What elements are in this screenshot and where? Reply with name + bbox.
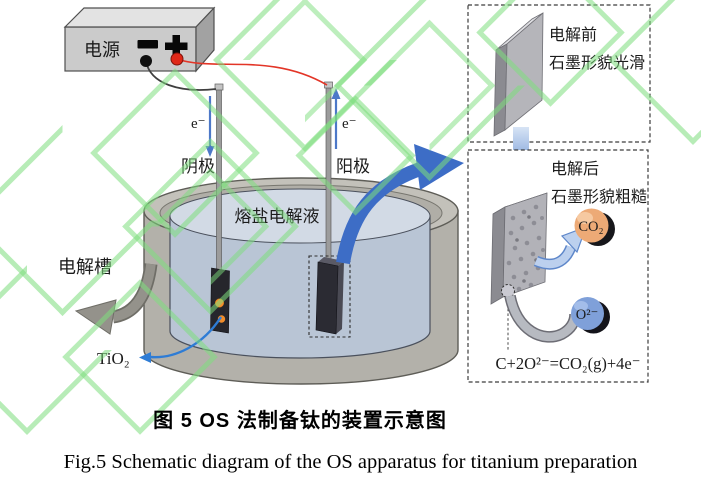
- electron-arrow-up-icon: [331, 88, 341, 149]
- tio2-arrow: [139, 316, 223, 363]
- negative-wire: [145, 60, 217, 91]
- molten-salt-electrolyte: [169, 188, 431, 359]
- electron-label-right: e⁻: [342, 116, 357, 132]
- cell-pointer-arrow: [74, 263, 158, 335]
- figure-caption-en: Fig.5 Schematic diagram of the OS appara…: [63, 451, 638, 473]
- co2-label: CO₂: [578, 219, 603, 235]
- tio2-label: TiO₂: [97, 349, 130, 368]
- after-line1: 电解后: [551, 160, 599, 178]
- anode-highlight-dashed-box: [308, 255, 351, 338]
- figure-caption-zh: 图 5 OS 法制备钛的装置示意图: [153, 410, 447, 432]
- electron-label-left: e⁻: [191, 116, 206, 132]
- minus-symbol-icon: [137, 40, 158, 49]
- titanium-deposit-dot: [214, 298, 225, 308]
- cathode-label: 阴极: [181, 157, 215, 176]
- power-supply-label: 电源: [84, 40, 120, 60]
- positive-terminal: [170, 52, 184, 66]
- negative-terminal: [140, 55, 152, 67]
- anode-electrode: [308, 81, 351, 338]
- before-line1: 电解前: [549, 26, 597, 44]
- power-supply: 电源: [63, 6, 216, 73]
- plus-symbol-icon: [165, 35, 188, 58]
- electrolyte-label: 熔盐电解液: [235, 207, 320, 226]
- cell-label: 电解槽: [58, 257, 112, 277]
- positive-wire: [176, 58, 328, 86]
- graphite-slab-smooth: [493, 12, 544, 137]
- anode-reaction-equation: C+2O²⁻=CO₂(g)+4e⁻: [496, 354, 641, 373]
- anode-label: 阳极: [336, 157, 370, 176]
- inset-before-electrolysis: 电解前 石墨形貌光滑: [467, 4, 651, 143]
- inset-after-electrolysis: 电解后 石墨形貌粗糙: [467, 149, 649, 383]
- electrolysis-cell-vessel: [143, 177, 459, 385]
- zoom-to-inset-arrow: [336, 144, 464, 265]
- electron-arrow-down-icon: [205, 96, 215, 157]
- after-line2: 石墨形貌粗糙: [551, 188, 647, 206]
- oxide-ion-sphere: O²⁻: [571, 297, 610, 334]
- before-line2: 石墨形貌光滑: [549, 54, 645, 72]
- roughness-speckles: [506, 204, 545, 292]
- graphite-slab-rough: [490, 192, 548, 351]
- oxide-ion-label: O²⁻: [576, 307, 598, 323]
- co2-sphere: CO₂: [574, 208, 615, 246]
